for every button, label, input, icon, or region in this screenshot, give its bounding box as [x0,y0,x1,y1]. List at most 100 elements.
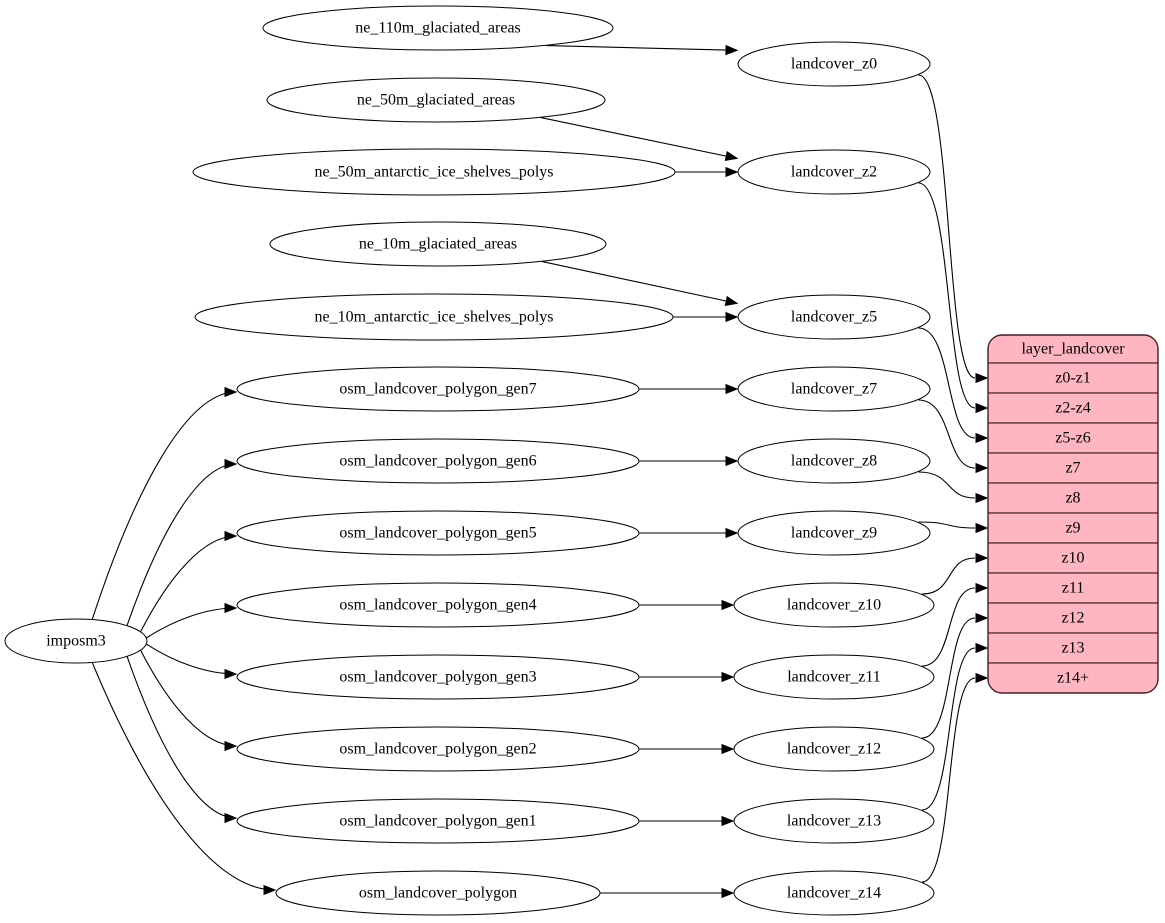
node-landcover_z8[interactable]: landcover_z8 [737,438,931,484]
edge-imposm3-to-osm_landcover_polygon_gen7 [91,391,237,620]
node-landcover_z0[interactable]: landcover_z0 [737,41,931,87]
node-landcover_z10[interactable]: landcover_z10 [733,582,935,628]
node-shape-ne_50m_antarctic_ice_shelves_polys [192,148,676,196]
table-row-z10[interactable] [988,542,1158,574]
layer-landcover-table-body: layer_landcoverz0-z1z2-z4z5-z6z7z8z9z10z… [988,335,1158,693]
edge-imposm3-to-osm_landcover_polygon_gen2 [140,649,237,747]
edge-landcover_z12-to-layer_landcover.z12-arrowhead [975,612,989,624]
node-shape-osm_landcover_polygon_gen6 [236,438,640,484]
node-osm_landcover_polygon_gen7[interactable]: osm_landcover_polygon_gen7 [236,366,640,412]
node-shape-landcover_z10 [733,582,935,628]
edge-landcover_z0-to-layer_landcover.z0-z1-arrowhead [975,372,989,384]
table-header-cell [988,335,1158,364]
edge-landcover_z2-to-layer_landcover.z2-z4-arrowhead [975,402,989,414]
edge-landcover_z0-to-layer_landcover.z0-z1 [918,74,976,379]
edge-imposm3-to-osm_landcover_polygon_gen1 [126,656,237,819]
edge-landcover_z12-to-layer_landcover.z12 [921,617,976,739]
node-landcover_z12[interactable]: landcover_z12 [733,726,935,772]
node-osm_landcover_polygon_gen6[interactable]: osm_landcover_polygon_gen6 [236,438,640,484]
edge-ne_10m_glaciated_areas-to-landcover_z5 [542,261,738,304]
node-shape-landcover_z14 [733,870,935,916]
node-landcover_z2[interactable]: landcover_z2 [737,149,931,195]
node-shape-osm_landcover_polygon_gen5 [236,510,640,556]
node-shape-ne_110m_glaciated_areas [262,5,614,51]
edge-landcover_z2-to-layer_landcover.z2-z4 [918,182,976,409]
edge-imposm3-to-osm_landcover_polygon_gen3-arrowhead [224,668,238,680]
edge-osm_landcover_polygon_gen1-to-landcover_z13-arrowhead [721,815,735,827]
table-row-z14+[interactable] [988,662,1158,693]
edge-landcover_z14-to-layer_landcover.z14+-arrowhead [975,672,989,684]
edge-ne_50m_glaciated_areas-to-landcover_z2 [540,117,738,159]
edge-osm_landcover_polygon_gen2-to-landcover_z12-arrowhead [721,743,735,755]
node-ne_10m_glaciated_areas[interactable]: ne_10m_glaciated_areas [269,221,607,267]
node-shape-landcover_z9 [737,510,931,556]
node-shape-landcover_z11 [733,654,935,700]
nodes-layer: ne_110m_glaciated_areas ne_50m_glaciated_… [4,5,935,916]
node-osm_landcover_polygon_gen1[interactable]: osm_landcover_polygon_gen1 [236,798,640,844]
node-shape-landcover_z0 [737,41,931,87]
edge-ne_110m_glaciated_areas-to-landcover_z0 [546,45,738,51]
node-osm_landcover_polygon[interactable]: osm_landcover_polygon [275,870,601,916]
node-osm_landcover_polygon_gen3[interactable]: osm_landcover_polygon_gen3 [236,654,640,700]
edge-landcover_z10-to-layer_landcover.z10-arrowhead [975,552,989,564]
edges-layer [91,44,989,899]
edge-osm_landcover_polygon_gen5-to-landcover_z9-arrowhead [725,527,739,539]
node-imposm3[interactable]: imposm3 [4,618,148,664]
node-landcover_z14[interactable]: landcover_z14 [733,870,935,916]
table-row-z12[interactable] [988,602,1158,634]
node-shape-osm_landcover_polygon_gen1 [236,798,640,844]
node-landcover_z13[interactable]: landcover_z13 [733,798,935,844]
edge-ne_50m_glaciated_areas-to-landcover_z2-arrowhead [724,150,739,162]
node-shape-landcover_z12 [733,726,935,772]
node-landcover_z11[interactable]: landcover_z11 [733,654,935,700]
table-row-z5-z6[interactable] [988,422,1158,454]
edge-imposm3-to-osm_landcover_polygon_gen3 [146,643,237,675]
node-osm_landcover_polygon_gen2[interactable]: osm_landcover_polygon_gen2 [236,726,640,772]
table-row-z9[interactable] [988,512,1158,544]
node-ne_50m_glaciated_areas[interactable]: ne_50m_glaciated_areas [266,77,606,123]
node-shape-landcover_z2 [737,149,931,195]
node-landcover_z5[interactable]: landcover_z5 [737,294,931,340]
node-osm_landcover_polygon_gen4[interactable]: osm_landcover_polygon_gen4 [236,582,640,628]
node-shape-osm_landcover_polygon_gen3 [236,654,640,700]
node-ne_50m_antarctic_ice_shelves_polys[interactable]: ne_50m_antarctic_ice_shelves_polys [192,148,676,196]
node-shape-ne_10m_antarctic_ice_shelves_polys [194,293,674,341]
edge-osm_landcover_polygon_gen4-to-landcover_z10-arrowhead [721,599,735,611]
edge-imposm3-to-osm_landcover_polygon_gen6-arrowhead [224,458,238,470]
edge-osm_landcover_polygon_gen3-to-landcover_z11-arrowhead [721,671,735,683]
edge-landcover_z8-to-layer_landcover.z8-arrowhead [975,492,989,504]
edge-imposm3-to-osm_landcover_polygon_gen5 [140,535,237,633]
edge-imposm3-to-osm_landcover_polygon_gen4 [146,607,237,639]
table-row-z7[interactable] [988,452,1158,484]
edge-landcover_z13-to-layer_landcover.z13 [921,647,976,811]
edge-landcover_z7-to-layer_landcover.z7-arrowhead [975,462,989,474]
edge-osm_landcover_polygon_gen7-to-landcover_z7-arrowhead [725,383,739,395]
edge-imposm3-to-osm_landcover_polygon [91,662,276,891]
edge-imposm3-to-osm_landcover_polygon_gen5-arrowhead [224,530,238,542]
table-row-z0-z1[interactable] [988,362,1158,394]
table-row-z13[interactable] [988,632,1158,664]
table-row-z11[interactable] [988,572,1158,604]
node-ne_110m_glaciated_areas[interactable]: ne_110m_glaciated_areas [262,5,614,51]
node-shape-landcover_z8 [737,438,931,484]
edge-landcover_z9-to-layer_landcover.z9-arrowhead [975,522,989,534]
table-row-z2-z4[interactable] [988,392,1158,424]
edge-osm_landcover_polygon-to-landcover_z14-arrowhead [721,887,735,899]
edge-imposm3-to-osm_landcover_polygon_gen1-arrowhead [224,812,238,824]
edge-imposm3-to-osm_landcover_polygon_gen4-arrowhead [224,602,238,614]
node-shape-osm_landcover_polygon_gen2 [236,726,640,772]
node-osm_landcover_polygon_gen5[interactable]: osm_landcover_polygon_gen5 [236,510,640,556]
node-landcover_z7[interactable]: landcover_z7 [737,366,931,412]
edge-ne_10m_glaciated_areas-to-landcover_z5-arrowhead [724,295,739,306]
edge-ne_10m_antarctic_ice_shelves_polys-to-landcover_z5-arrowhead [725,311,739,323]
edge-ne_110m_glaciated_areas-to-landcover_z0-arrowhead [725,44,739,56]
table-row-z8[interactable] [988,482,1158,514]
node-shape-landcover_z13 [733,798,935,844]
node-shape-osm_landcover_polygon [275,870,601,916]
edge-landcover_z13-to-layer_landcover.z13-arrowhead [975,642,989,654]
edge-imposm3-to-osm_landcover_polygon_gen2-arrowhead [224,740,238,752]
node-ne_10m_antarctic_ice_shelves_polys[interactable]: ne_10m_antarctic_ice_shelves_polys [194,293,674,341]
node-shape-imposm3 [4,618,148,664]
node-landcover_z9[interactable]: landcover_z9 [737,510,931,556]
